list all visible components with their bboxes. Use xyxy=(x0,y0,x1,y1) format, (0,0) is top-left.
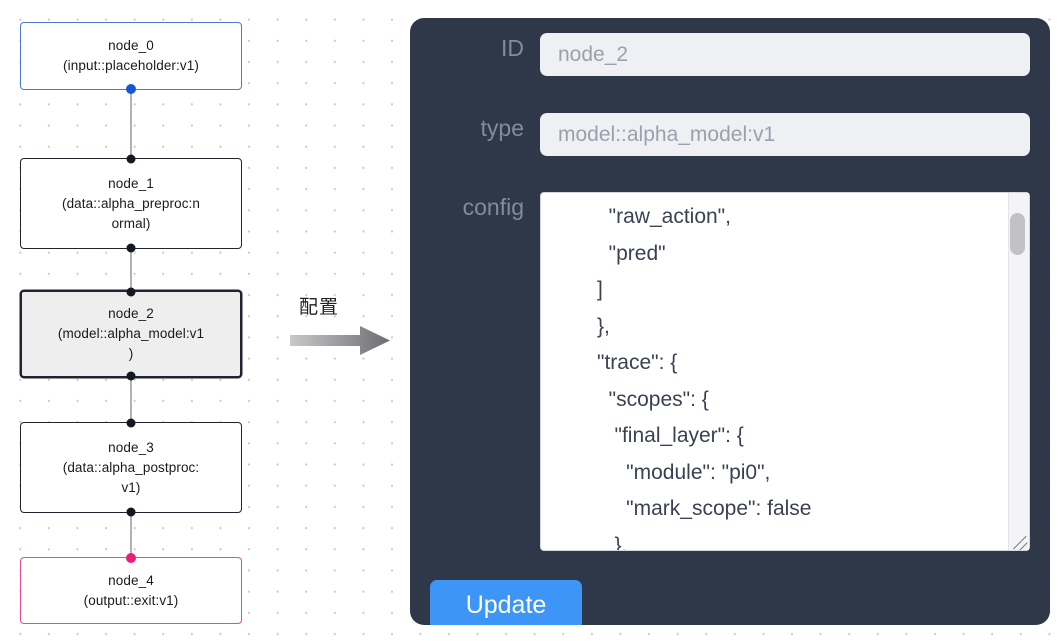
node-handle-source[interactable] xyxy=(126,371,136,381)
field-label-type: type xyxy=(480,115,524,141)
field-row-id: ID xyxy=(430,33,1030,76)
type-input[interactable] xyxy=(540,113,1030,156)
update-button[interactable]: Update xyxy=(430,580,582,625)
edge-node3-node4 xyxy=(130,513,132,557)
graph-node-node_4[interactable]: node_4 (output::exit:v1) xyxy=(20,553,242,624)
edge-node0-node1 xyxy=(130,89,132,159)
node-config-panel: ID type config Update xyxy=(410,18,1050,625)
node-handle-source[interactable] xyxy=(126,507,136,517)
right-arrow-icon xyxy=(290,326,390,355)
node-graph-canvas[interactable]: node_0 (input::placeholder:v1) node_1 (d… xyxy=(0,0,400,643)
config-scrollbar-track[interactable] xyxy=(1008,193,1029,550)
field-row-type: type xyxy=(430,113,1030,156)
edge-node1-node2 xyxy=(130,248,132,292)
edge-node2-node3 xyxy=(130,377,132,421)
node-handle-target[interactable] xyxy=(126,154,136,164)
graph-node-node_0[interactable]: node_0 (input::placeholder:v1) xyxy=(20,22,242,94)
config-textarea-wrapper xyxy=(540,192,1030,551)
config-textarea[interactable] xyxy=(540,192,1030,551)
config-scrollbar-thumb[interactable] xyxy=(1010,213,1025,255)
graph-node-label: node_4 (output::exit:v1) xyxy=(83,572,179,608)
annotation-label: 配置 xyxy=(299,297,340,318)
graph-node-label: node_2 (model::alpha_model:v1 ) xyxy=(57,306,205,361)
field-label-config: config xyxy=(462,194,524,220)
node-handle-source[interactable] xyxy=(126,243,136,253)
flow-annotation: 配置 xyxy=(290,296,400,366)
field-row-config: config xyxy=(430,192,1030,551)
graph-node-label: node_0 (input::placeholder:v1) xyxy=(63,38,199,73)
graph-node-node_2[interactable]: node_2 (model::alpha_model:v1 ) xyxy=(20,287,242,381)
node-handle-source[interactable] xyxy=(126,84,136,94)
node-handle-target[interactable] xyxy=(126,287,136,297)
node-handle-target[interactable] xyxy=(126,418,136,428)
resize-grip-icon[interactable] xyxy=(1008,530,1028,550)
graph-node-label: node_3 (data::alpha_postproc: v1) xyxy=(62,439,200,495)
graph-node-label: node_1 (data::alpha_preproc:n ormal) xyxy=(61,175,201,231)
field-label-id: ID xyxy=(501,35,524,61)
id-input[interactable] xyxy=(540,33,1030,76)
node-handle-target[interactable] xyxy=(126,553,136,563)
graph-node-node_3[interactable]: node_3 (data::alpha_postproc: v1) xyxy=(20,418,242,517)
graph-node-node_1[interactable]: node_1 (data::alpha_preproc:n ormal) xyxy=(20,154,242,253)
